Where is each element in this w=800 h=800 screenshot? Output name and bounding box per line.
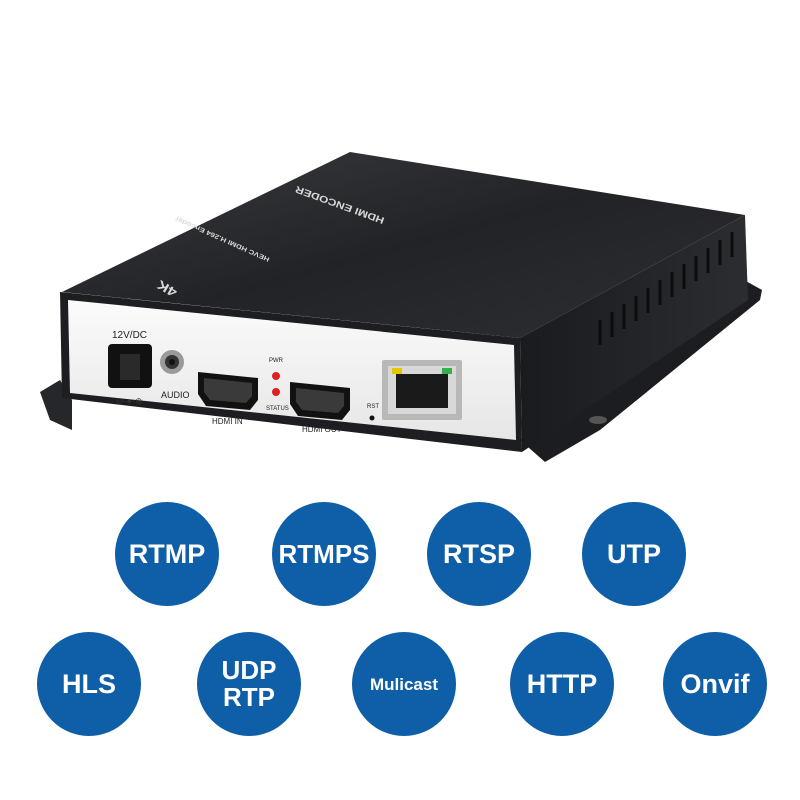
badge-label-line2: RTP xyxy=(223,682,275,712)
label-audio: AUDIO xyxy=(161,390,190,400)
pwr-led xyxy=(272,372,280,380)
label-hdmi-out: HDMI OUT xyxy=(302,425,342,434)
label-rst: RST xyxy=(367,404,379,410)
badge-label: Onvif xyxy=(680,668,750,699)
encoder-device-image: 4K HEVC HDMI H.264 Encoder HDMI ENCODER … xyxy=(40,152,762,462)
badge-rtmp: RTMP xyxy=(115,502,219,606)
status-led xyxy=(272,388,280,396)
label-status: STATUS xyxy=(266,406,289,412)
chassis-side xyxy=(520,215,748,452)
badge-hls: HLS xyxy=(37,632,141,736)
badge-label: RTMPS xyxy=(278,539,370,569)
svg-text:⊖-●-⊕: ⊖-●-⊕ xyxy=(116,396,143,406)
badge-label: RTMP xyxy=(128,538,206,569)
chassis-top xyxy=(62,152,745,338)
badge-onvif: Onvif xyxy=(663,632,767,736)
badge-http: HTTP xyxy=(510,632,614,736)
badge-udp-rtp: UDP RTP xyxy=(197,632,301,736)
badge-label-line1: UDP xyxy=(221,654,277,685)
reset-button xyxy=(369,415,375,421)
badge-rtsp: RTSP xyxy=(427,502,531,606)
label-hdmi-in: HDMI IN xyxy=(212,417,243,426)
label-pwr: PWR xyxy=(269,358,284,364)
vent-slots xyxy=(598,232,734,345)
badge-label: UTP xyxy=(607,538,661,569)
badge-rtmps: RTMPS xyxy=(272,502,376,606)
badge-label: RTSP xyxy=(442,538,515,569)
badge-label: HTTP xyxy=(526,668,598,699)
badge-label: Mulicast xyxy=(369,674,439,694)
badge-multicast: Mulicast xyxy=(352,632,456,736)
badge-label: HLS xyxy=(62,668,116,699)
label-12vdc: 12V/DC xyxy=(112,330,147,341)
badge-utp: UTP xyxy=(582,502,686,606)
label-net: NET xyxy=(410,430,429,440)
